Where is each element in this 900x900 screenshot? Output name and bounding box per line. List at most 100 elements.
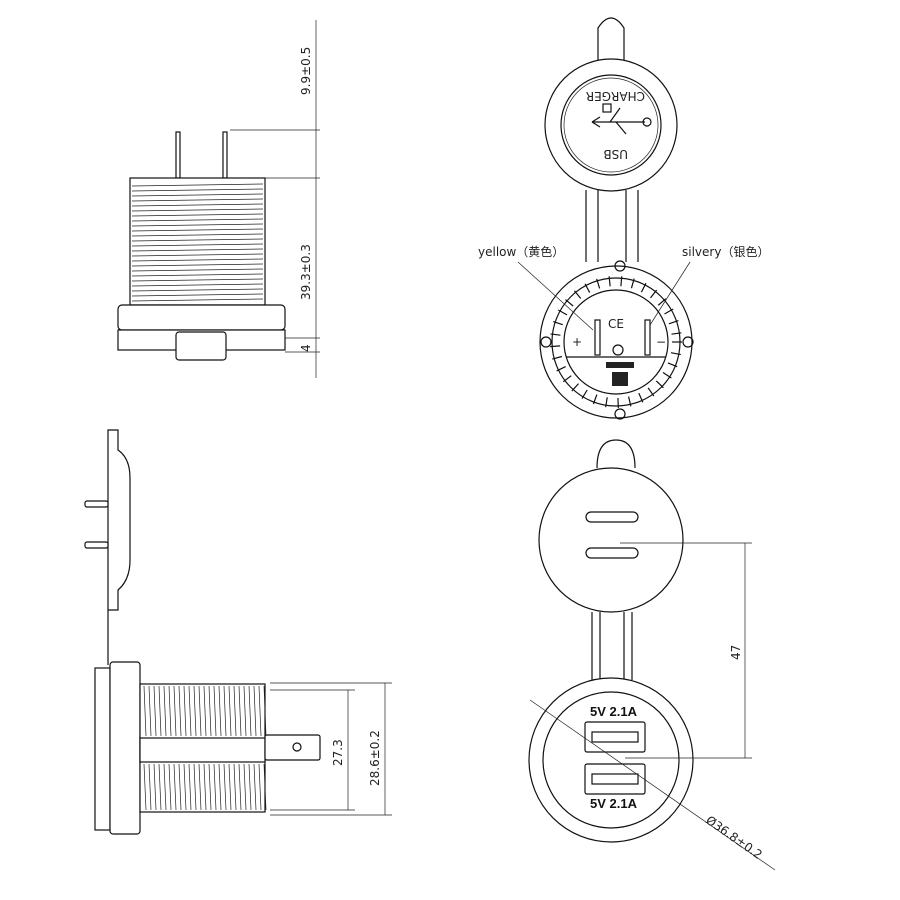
thread-line bbox=[153, 763, 157, 811]
dim-diameter: Ø36.8±0.2 bbox=[703, 813, 765, 862]
thread-line bbox=[571, 383, 579, 392]
brand-logo bbox=[606, 362, 634, 386]
thread-line bbox=[131, 188, 264, 192]
side-view-top bbox=[117, 20, 320, 378]
cap-usb-text: USB bbox=[603, 147, 628, 161]
thread-line bbox=[584, 283, 591, 293]
thread-line bbox=[173, 685, 177, 737]
thread-line bbox=[198, 763, 202, 811]
thread-line bbox=[667, 362, 678, 368]
thread-line bbox=[218, 685, 222, 737]
thread-line bbox=[550, 345, 561, 348]
thread-line bbox=[208, 685, 212, 737]
thread-line bbox=[647, 387, 655, 397]
thread-line bbox=[163, 763, 167, 811]
thread-line bbox=[158, 685, 162, 737]
thread-line bbox=[253, 685, 257, 737]
thread-line bbox=[596, 278, 601, 289]
back-view bbox=[517, 260, 694, 420]
thread-line bbox=[131, 223, 264, 227]
thread-line bbox=[131, 203, 264, 207]
thread-line bbox=[131, 198, 264, 202]
front-view bbox=[528, 439, 776, 871]
thread-line bbox=[238, 763, 242, 811]
plus-sign: + bbox=[572, 335, 582, 349]
thread-line bbox=[168, 685, 172, 737]
thread-line bbox=[263, 763, 267, 811]
thread-line bbox=[228, 763, 232, 811]
thread-line bbox=[188, 763, 192, 811]
thread-line bbox=[243, 685, 247, 737]
dim-cap-offset: 47 bbox=[729, 645, 743, 660]
thread-line bbox=[148, 763, 152, 811]
thread-line bbox=[168, 763, 172, 811]
thread-line bbox=[158, 763, 162, 811]
thread-line bbox=[131, 258, 264, 262]
thread-line bbox=[248, 763, 252, 811]
thread-line bbox=[218, 763, 222, 811]
thread-line bbox=[178, 763, 182, 811]
thread-line bbox=[178, 685, 182, 737]
thread-line bbox=[131, 283, 264, 287]
thread-line bbox=[605, 397, 608, 408]
thread-line bbox=[238, 685, 242, 737]
thread-line bbox=[670, 352, 681, 356]
thread-line bbox=[223, 685, 227, 737]
cap-charger-text: CHARGER bbox=[586, 89, 645, 103]
thread-line bbox=[131, 183, 264, 187]
thread-line bbox=[650, 289, 658, 299]
thread-line bbox=[131, 213, 264, 217]
thread-line bbox=[608, 276, 611, 287]
thread-line bbox=[258, 763, 262, 811]
thread-line bbox=[131, 233, 264, 237]
thread-line bbox=[131, 238, 264, 242]
thread-line bbox=[131, 218, 264, 222]
cap-top-view bbox=[544, 17, 678, 262]
dim-body-height: 39.3±0.3 bbox=[299, 244, 313, 300]
thread-line bbox=[131, 243, 264, 247]
thread-line bbox=[258, 685, 262, 737]
dim-thread-inner: 27.3 bbox=[331, 739, 345, 766]
thread-line bbox=[198, 685, 202, 737]
thread-line bbox=[131, 293, 264, 297]
thread-line bbox=[193, 763, 197, 811]
thread-line bbox=[664, 308, 674, 315]
ce-mark: CE bbox=[608, 317, 624, 331]
thread-line bbox=[131, 298, 264, 302]
thread-line bbox=[148, 685, 152, 737]
thread-line bbox=[193, 685, 197, 737]
thread-line bbox=[620, 276, 623, 287]
thread-line bbox=[668, 319, 679, 325]
thread-line bbox=[213, 685, 217, 737]
thread-line bbox=[592, 394, 598, 405]
thread-line bbox=[565, 299, 574, 307]
thread-line bbox=[550, 333, 561, 336]
dim-thread-outer: 28.6±0.2 bbox=[368, 730, 382, 786]
thread-line bbox=[188, 685, 192, 737]
thread-line bbox=[671, 332, 682, 335]
label-yellow: yellow（黄色） bbox=[478, 245, 564, 259]
thread-line bbox=[131, 273, 264, 277]
dim-pin-height: 9.9±0.5 bbox=[299, 47, 313, 95]
thread-line bbox=[131, 263, 264, 267]
thread-line bbox=[657, 298, 667, 306]
thread-line bbox=[662, 371, 672, 379]
thread-line bbox=[553, 321, 563, 326]
port-top-rating: 5V 2.1A bbox=[590, 704, 638, 719]
thread-line bbox=[581, 389, 588, 399]
thread-line bbox=[557, 309, 568, 316]
thread-line bbox=[183, 763, 187, 811]
thread-line bbox=[655, 380, 664, 389]
thread-line bbox=[131, 288, 264, 292]
thread-line bbox=[131, 248, 264, 252]
thread-line bbox=[163, 685, 167, 737]
thread-line bbox=[233, 685, 237, 737]
thread-line bbox=[228, 685, 232, 737]
thread-line bbox=[223, 763, 227, 811]
thread-line bbox=[203, 685, 207, 737]
thread-line bbox=[143, 685, 147, 737]
thread-line bbox=[628, 396, 632, 407]
thread-line bbox=[131, 278, 264, 282]
